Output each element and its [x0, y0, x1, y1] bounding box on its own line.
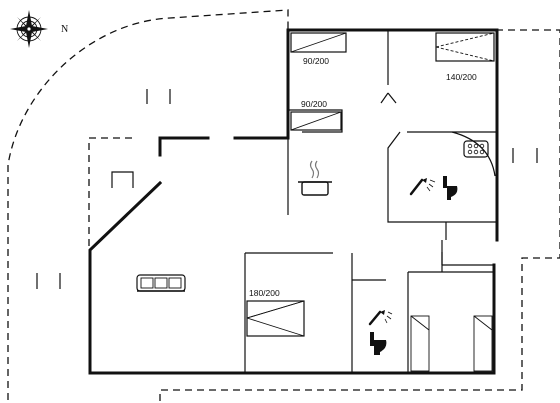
- exterior-walls: [88, 28, 499, 375]
- bed-90-upper: [290, 32, 347, 53]
- stove-pot-icon: [298, 160, 332, 196]
- bed-90-lower: [290, 111, 342, 131]
- compass-north-label: N: [61, 24, 68, 35]
- terrace-markers: [36, 89, 538, 289]
- jacuzzi-icon: [463, 140, 489, 158]
- interior-walls: [244, 30, 497, 373]
- bed-140: [435, 32, 495, 62]
- toilet-icon: [443, 176, 458, 200]
- compass-rose-icon: [10, 10, 48, 48]
- wardrobe-panels: [410, 315, 493, 372]
- bed-label-90-upper: 90/200: [303, 56, 329, 66]
- bed-label-180: 180/200: [249, 288, 280, 298]
- terrace-outline: [7, 9, 560, 403]
- fireplace-icon: [111, 171, 134, 188]
- bed-label-90-lower: 90/200: [301, 99, 327, 109]
- shower-icon-lower: [368, 310, 393, 326]
- toilet-icon-lower: [370, 332, 387, 355]
- inner-terrace-outline: [88, 137, 132, 250]
- sofa-icon: [136, 274, 186, 292]
- bed-label-140: 140/200: [446, 72, 477, 82]
- shower-icon: [409, 178, 436, 196]
- bed-180: [246, 300, 305, 337]
